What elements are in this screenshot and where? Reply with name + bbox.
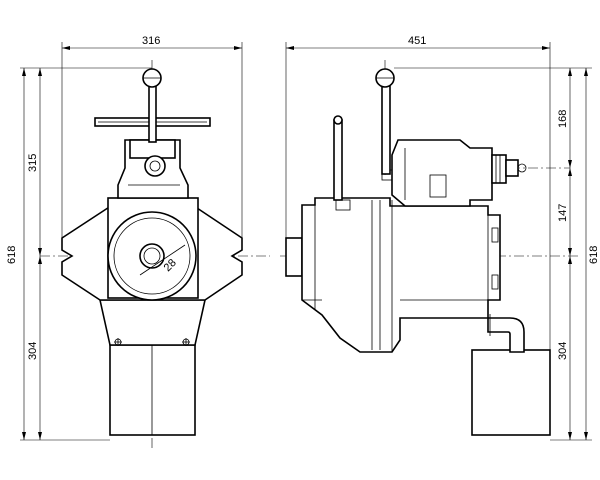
side-rod	[333, 119, 343, 201]
front-housing-outer	[107, 211, 197, 301]
left-total-height-dim: 618	[6, 246, 18, 264]
right-top-height-dim: 168	[557, 110, 569, 128]
side-width-dim: 451	[408, 35, 426, 47]
front-housing-inner	[113, 217, 191, 295]
bolt-marks-front	[114, 338, 190, 346]
side-coupling	[491, 154, 507, 184]
front-width-dim: 316	[142, 35, 160, 47]
front-view: 28 316 618 315 304	[6, 35, 270, 448]
left-upper-height-dim: 315	[27, 154, 39, 172]
side-main-body	[301, 197, 501, 353]
lever-rod-side	[381, 85, 391, 175]
right-lower-height-dim: 304	[557, 342, 569, 360]
front-gear-circle	[144, 155, 166, 177]
side-gearbox	[391, 139, 493, 207]
front-neck	[99, 299, 206, 346]
lever-rod-front	[148, 85, 157, 143]
right-mid-height-dim: 147	[557, 204, 569, 222]
front-bore	[139, 243, 165, 269]
side-motor-block	[471, 349, 551, 436]
front-column	[109, 344, 196, 436]
side-view: 451 168 147 304 618	[280, 35, 600, 441]
right-total-height-dim: 618	[588, 246, 600, 264]
left-lower-height-dim: 304	[27, 342, 39, 360]
side-elbow	[487, 317, 525, 353]
side-stub	[285, 237, 303, 277]
